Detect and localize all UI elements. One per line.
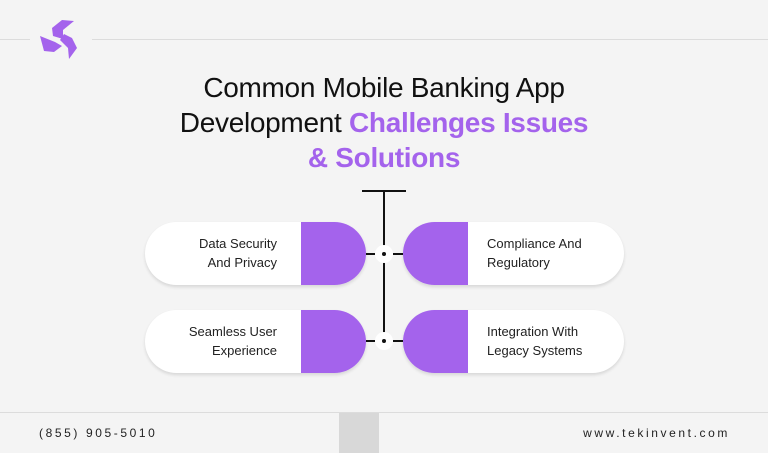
footer-divider [0,412,768,413]
card-accent [403,310,468,373]
title-line-1: Common Mobile Banking App [203,72,565,103]
card-accent [301,310,366,373]
header-divider-right [92,39,768,40]
connector-vertical [383,190,385,340]
page-title: Common Mobile Banking App Development Ch… [0,70,768,175]
title-line-3: & Solutions [307,142,461,173]
connector-dash [393,253,403,255]
footer-center-block [339,413,379,453]
connector-node [375,245,393,263]
connector-dash [366,340,375,342]
card-accent [403,222,468,285]
connector-node [375,332,393,350]
logo-icon [40,20,77,59]
card-accent [301,222,366,285]
footer-website[interactable]: www.tekinvent.com [583,426,730,440]
footer-phone[interactable]: (855) 905-5010 [39,426,158,440]
connector-dash [393,340,403,342]
connector-dash [366,253,375,255]
title-line-2: Development Challenges Issues [0,105,768,140]
header-divider-left [0,39,30,40]
title-accent: Challenges Issues [348,107,589,138]
title-plain: Development [179,107,349,138]
